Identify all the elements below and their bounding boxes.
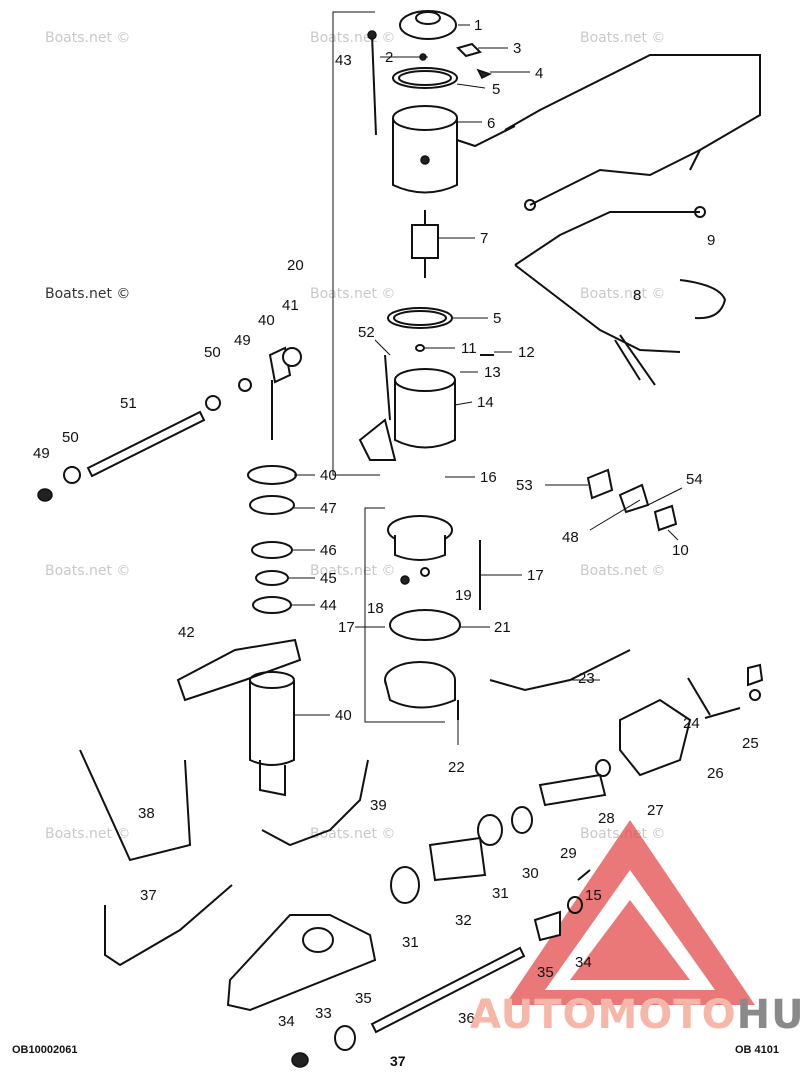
callout-17b: 17 xyxy=(338,619,355,636)
callout-35: 35 xyxy=(537,964,554,981)
diagram-code-left: OB10002061 xyxy=(12,1044,78,1056)
callout-40c: 40 xyxy=(335,707,352,724)
callout-9: 9 xyxy=(707,232,715,249)
callout-25: 25 xyxy=(742,735,759,752)
armature-assembly xyxy=(358,210,494,461)
callout-12: 12 xyxy=(518,344,535,361)
callout-40: 40 xyxy=(258,312,275,329)
callout-37: 37 xyxy=(140,887,157,904)
bracket-17 xyxy=(364,507,445,723)
callout-21: 21 xyxy=(494,619,511,636)
leader-lines xyxy=(288,24,683,745)
pump-housing-parts xyxy=(390,663,764,942)
watermark: Boats.net © xyxy=(310,30,395,46)
callout-16: 16 xyxy=(480,469,497,486)
logo-triangle xyxy=(505,820,755,1005)
callout-42: 42 xyxy=(178,624,195,641)
callout-48: 48 xyxy=(562,529,579,546)
callout-31: 31 xyxy=(492,885,509,902)
callout-45: 45 xyxy=(320,570,337,587)
logo-part-1: AUTOMOTO xyxy=(470,992,737,1038)
callout-33: 33 xyxy=(315,1005,332,1022)
watermark: Boats.net © xyxy=(45,30,130,46)
callout-49: 49 xyxy=(234,332,251,349)
watermark: Boats.net © xyxy=(580,563,665,579)
callout-39: 39 xyxy=(370,797,387,814)
callout-50b: 50 xyxy=(62,429,79,446)
watermark: Boats.net © xyxy=(45,286,130,302)
callout-54: 54 xyxy=(686,471,703,488)
callout-49b: 49 xyxy=(33,445,50,462)
watermark: Boats.net © xyxy=(580,30,665,46)
callout-47: 47 xyxy=(320,500,337,517)
callout-7: 7 xyxy=(480,230,488,247)
callout-34: 34 xyxy=(575,954,592,971)
callout-20: 20 xyxy=(287,257,304,274)
callout-5b: 5 xyxy=(493,310,501,327)
watermark: Boats.net © xyxy=(310,563,395,579)
callout-30: 30 xyxy=(522,865,539,882)
callout-23: 23 xyxy=(578,670,595,687)
callout-43: 43 xyxy=(335,52,352,69)
callout-3: 3 xyxy=(513,40,521,57)
bracket-20 xyxy=(332,11,380,476)
callout-38: 38 xyxy=(138,805,155,822)
callout-46: 46 xyxy=(320,542,337,559)
callout-2: 2 xyxy=(385,49,393,66)
switch-parts xyxy=(586,468,678,532)
callout-28: 28 xyxy=(598,810,615,827)
solenoid-group xyxy=(384,515,631,720)
callout-35b: 35 xyxy=(355,990,372,1007)
callout-32: 32 xyxy=(455,912,472,929)
callout-6: 6 xyxy=(487,115,495,132)
callout-5: 5 xyxy=(492,81,500,98)
logo-part-2: HUB xyxy=(736,992,800,1038)
watermark: Boats.net © xyxy=(45,563,130,579)
callout-labels: 1 2 3 4 5 6 7 20 43 9 8 5 11 12 13 14 52… xyxy=(33,17,759,1030)
callout-41: 41 xyxy=(282,297,299,314)
mount-parts-left xyxy=(37,346,302,502)
callout-13: 13 xyxy=(484,364,501,381)
tubes-and-base xyxy=(79,749,526,1068)
callout-10: 10 xyxy=(672,542,689,559)
callout-18: 18 xyxy=(367,600,384,617)
watermark: Boats.net © xyxy=(310,826,395,842)
callout-17: 17 xyxy=(527,567,544,584)
callout-24: 24 xyxy=(683,715,700,732)
watermarks: Boats.net © Boats.net © Boats.net © Boat… xyxy=(45,30,665,842)
callout-40b: 40 xyxy=(320,467,337,484)
page-number: 37 xyxy=(390,1053,406,1069)
callout-11: 11 xyxy=(461,340,477,357)
callout-26: 26 xyxy=(707,765,724,782)
callout-8: 8 xyxy=(633,287,641,304)
callout-52: 52 xyxy=(358,324,375,341)
starter-motor-top xyxy=(367,10,516,194)
logo-wordmark: AUTOMOTOHUB xyxy=(470,992,800,1038)
watermark: Boats.net © xyxy=(580,286,665,302)
callout-29: 29 xyxy=(560,845,577,862)
callout-4: 4 xyxy=(535,65,543,82)
callout-19: 19 xyxy=(455,587,472,604)
callout-15: 15 xyxy=(585,887,602,904)
callout-14: 14 xyxy=(477,394,494,411)
callout-27: 27 xyxy=(647,802,664,819)
diagram-code-right: OB 4101 xyxy=(735,1044,780,1056)
center-stack-parts xyxy=(176,465,302,797)
callout-31b: 31 xyxy=(402,934,419,951)
callout-36: 36 xyxy=(458,1010,475,1027)
callout-22: 22 xyxy=(448,759,465,776)
callout-34b: 34 xyxy=(278,1013,295,1030)
callout-50: 50 xyxy=(204,344,221,361)
watermark: Boats.net © xyxy=(45,826,130,842)
callout-44: 44 xyxy=(320,597,337,614)
watermark: Boats.net © xyxy=(310,286,395,302)
callout-51: 51 xyxy=(120,395,137,412)
cable-harness xyxy=(504,54,761,386)
callout-1: 1 xyxy=(474,17,482,34)
callout-53: 53 xyxy=(516,477,533,494)
